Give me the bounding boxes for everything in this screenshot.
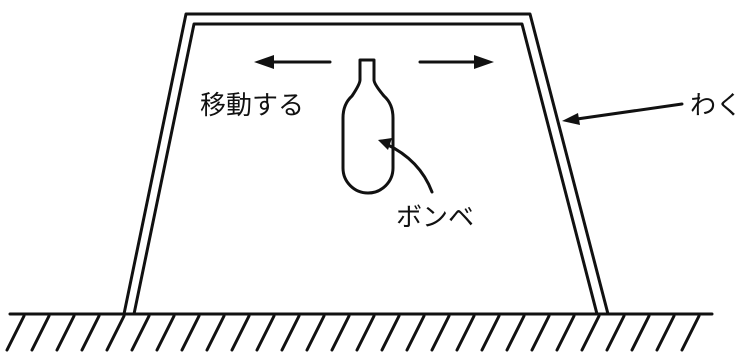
ground-hatch-mark bbox=[130, 314, 151, 352]
ground-hatch-mark bbox=[655, 314, 676, 352]
ground-hatch-mark bbox=[605, 314, 626, 352]
ground-hatch-mark bbox=[280, 314, 301, 352]
arrowhead-left bbox=[254, 55, 274, 69]
gas-cylinder bbox=[341, 58, 395, 195]
frame-leader-arrowhead bbox=[562, 113, 580, 125]
ground-hatch-mark bbox=[105, 314, 126, 352]
move-arrow-left bbox=[254, 55, 332, 69]
ground-hatch-mark bbox=[355, 314, 376, 352]
ground-hatch-mark bbox=[530, 314, 551, 352]
ground-hatch-mark bbox=[455, 314, 476, 352]
move-label: 移動する bbox=[200, 91, 304, 121]
frame-inner-line bbox=[132, 22, 599, 316]
ground-hatch-mark bbox=[330, 314, 351, 352]
ground-hatch-mark bbox=[555, 314, 576, 352]
ground-hatch-mark bbox=[80, 314, 101, 352]
ground-hatch-mark bbox=[630, 314, 651, 352]
ground-hatch-mark bbox=[505, 314, 526, 352]
ground-hatch-mark bbox=[30, 314, 51, 352]
ground-hatch-mark bbox=[155, 314, 176, 352]
ground-hatch-mark bbox=[305, 314, 326, 352]
ground-hatch-mark bbox=[380, 314, 401, 352]
ground-hatch-mark bbox=[680, 314, 701, 352]
frame bbox=[122, 12, 610, 316]
ground-hatch-mark bbox=[180, 314, 201, 352]
ground-hatching bbox=[5, 314, 701, 352]
ground-hatch-mark bbox=[230, 314, 251, 352]
ground-hatch-mark bbox=[430, 314, 451, 352]
ground-hatch-mark bbox=[580, 314, 601, 352]
ground-hatch-mark bbox=[55, 314, 76, 352]
cylinder-leader-arrowhead bbox=[378, 138, 392, 150]
frame-leader bbox=[562, 102, 684, 125]
ground-hatch-mark bbox=[205, 314, 226, 352]
cylinder-label: ボンベ bbox=[396, 203, 474, 233]
arrowhead-right bbox=[474, 55, 494, 69]
frame-label: わく bbox=[690, 91, 742, 121]
move-arrow-right bbox=[418, 55, 494, 69]
cylinder-leader bbox=[378, 138, 434, 194]
ground-hatch-mark bbox=[255, 314, 276, 352]
ground-hatch-mark bbox=[405, 314, 426, 352]
ground-hatch-mark bbox=[480, 314, 501, 352]
ground-hatch-mark bbox=[5, 314, 26, 352]
